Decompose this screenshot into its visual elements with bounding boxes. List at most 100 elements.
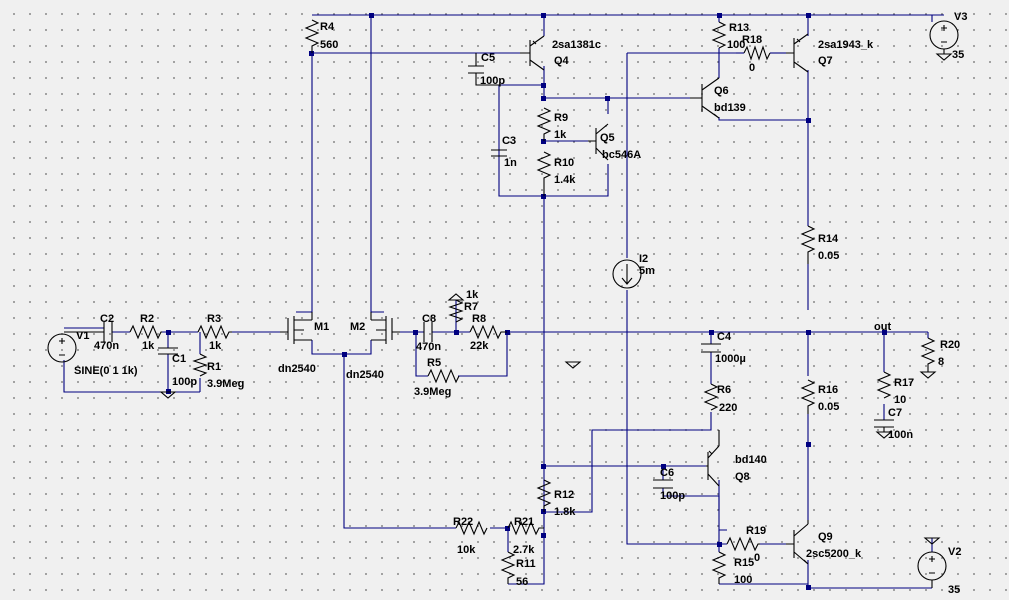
r22-label: R22 [453, 516, 473, 528]
c4-symbol [701, 343, 721, 353]
r7-label: R7 [464, 301, 478, 313]
r9-symbol [536, 107, 552, 141]
c6-symbol [653, 479, 673, 489]
q4-symbol [520, 35, 545, 71]
c8-symbol [423, 322, 433, 342]
c2-label: C2 [100, 313, 114, 325]
m2-symbol [370, 312, 400, 344]
q4-label: Q4 [554, 55, 570, 67]
wires [63, 14, 944, 589]
c3-symbol [491, 149, 507, 157]
r18-value: 0 [749, 62, 755, 74]
m2-label: M2 [350, 321, 365, 333]
transistor-symbols [280, 33, 809, 565]
component-labels: V1 SINE(0 1 1k) V3 35 V2 35 C2 470n R2 1… [74, 11, 967, 596]
c1-label: C1 [172, 353, 186, 365]
r11-value: 56 [516, 576, 528, 588]
r17-label: R17 [894, 377, 914, 389]
q8-symbol [706, 445, 720, 487]
q6-symbol [690, 77, 720, 119]
r9-label: R9 [554, 112, 568, 124]
c7-value: 100n [888, 429, 913, 441]
ground-icon [564, 361, 582, 369]
r19-value: 0 [754, 552, 760, 564]
r5-label: R5 [427, 357, 441, 369]
c1-value: 100p [172, 376, 197, 388]
r7-symbol [448, 299, 464, 323]
r12-label: R12 [554, 489, 574, 501]
m1-value: dn2540 [278, 363, 316, 375]
q5-value: bc546A [602, 149, 641, 161]
i2-symbol [612, 259, 642, 289]
i2-value: 5m [639, 265, 655, 277]
c2-symbol [64, 322, 113, 342]
c6-value: 100p [660, 490, 685, 502]
q6-value: bd139 [714, 102, 746, 114]
r17-symbol [876, 371, 892, 399]
r6-symbol [703, 383, 719, 411]
r2-symbol [129, 324, 162, 340]
r14-label: R14 [818, 233, 839, 245]
q9-label: Q9 [818, 531, 833, 543]
r18-label: R18 [742, 34, 762, 46]
r1-symbol [192, 353, 208, 377]
r19-symbol [726, 536, 760, 552]
r4-value: 560 [320, 39, 338, 51]
q7-label: Q7 [818, 55, 833, 67]
r11-label: R11 [516, 558, 536, 570]
r12-symbol [536, 479, 552, 512]
r20-label: R20 [940, 339, 960, 351]
c8-value: 470n [416, 341, 441, 353]
r16-label: R16 [818, 384, 838, 396]
r21-value: 2.7k [513, 544, 535, 556]
c7-symbol [874, 419, 894, 428]
r4-label: R4 [320, 21, 335, 33]
v1-value: SINE(0 1 1k) [74, 365, 138, 377]
r17-value: 10 [894, 394, 906, 406]
c7-label: C7 [888, 407, 902, 419]
c4-label: C4 [717, 331, 732, 343]
ground-symbols [159, 293, 937, 439]
c5-label: C5 [481, 52, 495, 64]
r13-symbol [711, 21, 727, 49]
q6-label: Q6 [714, 85, 729, 97]
c4-value: 1000µ [715, 353, 746, 365]
i2-label: I2 [639, 253, 648, 265]
v3-value: 35 [952, 49, 964, 61]
m1-symbol [280, 312, 313, 344]
junction-dots [166, 13, 887, 590]
r21-symbol [507, 520, 544, 536]
c5-value: 100p [480, 75, 505, 87]
r3-value: 1k [209, 340, 222, 352]
r6-value: 220 [719, 402, 737, 414]
r20-value: 8 [938, 356, 944, 368]
r13-value: 100 [727, 39, 745, 51]
r2-label: R2 [140, 313, 154, 325]
c3-value: 1n [504, 157, 517, 169]
c2-value: 470n [94, 340, 119, 352]
c5-symbol [468, 53, 499, 86]
r16-value: 0.05 [818, 401, 839, 413]
v3-label: V3 [954, 11, 967, 23]
c8-label: C8 [422, 313, 436, 325]
r13-label: R13 [729, 22, 749, 34]
resistor-symbols [129, 19, 936, 584]
q8-value: bd140 [735, 454, 767, 466]
q4-value: 2sa1381c [552, 39, 601, 51]
r10-symbol [536, 151, 552, 196]
ground-icon [159, 391, 177, 399]
m2-value: dn2540 [346, 369, 384, 381]
r8-value: 22k [470, 340, 489, 352]
r15-label: R15 [734, 557, 754, 569]
r11-symbol [500, 551, 516, 584]
v1-symbol [47, 333, 77, 363]
ground-icon [875, 427, 893, 439]
ground-icon [447, 293, 465, 301]
r8-symbol [469, 324, 507, 340]
r9-value: 1k [554, 129, 567, 141]
c6-label: C6 [660, 467, 674, 479]
r19-label: R19 [746, 525, 766, 537]
capacitor-symbols [64, 53, 894, 489]
